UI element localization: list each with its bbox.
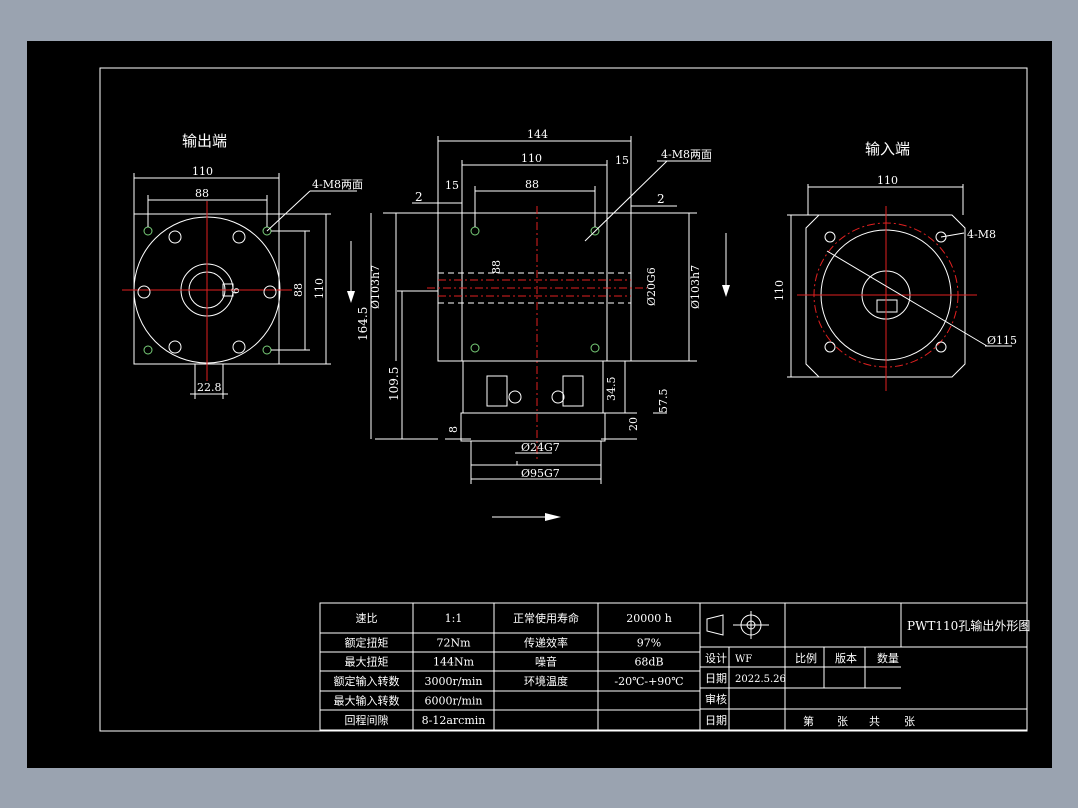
output-end-title: 输出端	[182, 132, 227, 150]
version-label: 版本	[835, 651, 857, 665]
spec-cell: 1:1	[445, 612, 463, 625]
spec-cell: 传递效率	[524, 636, 568, 650]
dim-57-5: 57.5	[657, 389, 670, 414]
output-flange	[460, 412, 606, 442]
left-hole-callout: 4-M8两面	[312, 178, 363, 191]
dim-15-left: 15	[445, 179, 459, 192]
spec-cell: -20℃-+90℃	[614, 675, 683, 688]
dim-15-right: 15	[615, 154, 629, 167]
lower-housing	[462, 360, 604, 414]
middle-hole-callout: 4-M8两面	[661, 148, 712, 161]
dim-88-top: 88	[195, 187, 209, 200]
right-view: 110 4-M8 110 Ø115	[773, 174, 1017, 391]
left-mount-hole	[143, 226, 153, 236]
dim-109-5: 109.5	[387, 367, 401, 401]
spec-cell: 噪音	[535, 655, 557, 669]
dim-6: 6	[231, 288, 242, 294]
sheet-zhang2-label: 张	[904, 715, 915, 728]
left-mount-hole	[143, 345, 153, 355]
spec-cell: 环境温度	[524, 674, 568, 688]
right-hole-callout: 4-M8	[967, 228, 996, 241]
right-dim-110-side: 110	[773, 280, 786, 301]
spec-cell: 正常使用寿命	[513, 611, 579, 625]
dim-24g7: Ø24G7	[521, 441, 560, 454]
output-shaft-base	[470, 440, 602, 466]
rotation-arrow	[545, 513, 561, 521]
dim-95g7: Ø95G7	[521, 467, 560, 480]
spec-cell: 20000 h	[626, 612, 672, 625]
spec-cell: 回程间隙	[345, 713, 389, 727]
right-dim-110-top: 110	[877, 174, 898, 187]
dim-88-side: 88	[292, 283, 305, 297]
sheet-gong-label: 共	[869, 715, 880, 728]
left-bolt-hole	[168, 340, 182, 354]
spec-cell: 144Nm	[433, 656, 475, 669]
left-mount-hole	[262, 345, 272, 355]
dim-8: 8	[447, 426, 460, 433]
left-bolt-hole	[232, 340, 246, 354]
middle-mount-hole	[470, 226, 480, 236]
review-label: 审核	[705, 692, 727, 706]
left-bolt-hole	[263, 285, 277, 299]
date-label-1: 日期	[705, 672, 727, 685]
cad-drawing: 输出端 输入端 110 88 4-M8两面	[99, 67, 1030, 732]
dim-20: 20	[627, 417, 640, 431]
dim-164-5: 164.5	[356, 307, 370, 341]
dim-20g6: Ø20G6	[645, 267, 658, 306]
spec-table: 速比 1:1 正常使用寿命 20000 h 额定扭矩 72Nm 传递效率 97% 最大扭矩 144…	[319, 602, 701, 731]
middle-view: 144 110 15 4-M8两面 2 15 88 2 88 Ø103h7 16…	[347, 128, 730, 521]
design-label: 设计	[705, 652, 727, 665]
projection-symbol-icon	[706, 614, 724, 636]
dim-22-8: 22.8	[197, 381, 222, 394]
dim-2-left: 2	[415, 190, 423, 204]
spec-cell: 6000r/min	[425, 695, 483, 708]
spec-cell: 额定扭矩	[345, 636, 389, 650]
middle-mount-hole	[590, 343, 600, 353]
middle-mount-hole	[470, 343, 480, 353]
drawing-frame	[99, 67, 1028, 732]
dim-2-right: 2	[657, 192, 665, 206]
quantity-label: 数量	[877, 652, 899, 665]
scale-label: 比例	[795, 651, 817, 665]
spec-cell: 额定输入转数	[334, 674, 400, 688]
sheet-zhang-label: 张	[837, 715, 848, 728]
right-dim-115: Ø115	[987, 334, 1017, 347]
left-bolt-hole	[168, 230, 182, 244]
dim-103-left: Ø103h7	[369, 265, 382, 309]
drawing-title: PWT110孔输出外形图	[907, 618, 1030, 633]
drawing-sheet: 输出端 输入端 110 88 4-M8两面	[27, 41, 1052, 768]
dim-34-5: 34.5	[605, 377, 618, 402]
spec-cell: 速比	[356, 612, 378, 625]
right-flange-outline	[805, 214, 966, 378]
left-bolt-hole	[137, 285, 151, 299]
date-label-2: 日期	[705, 714, 727, 727]
view-direction-arrow	[347, 291, 355, 303]
dim-88-middle: 88	[525, 178, 539, 191]
left-view: 110 88 4-M8两面 88 110 22.8 6	[122, 165, 363, 399]
dim-144: 144	[527, 128, 548, 141]
spec-cell: 72Nm	[436, 637, 471, 650]
sheet-no-label: 第	[803, 714, 814, 728]
designer-value: WF	[735, 654, 752, 665]
left-bolt-hole	[232, 230, 246, 244]
dim-103-right: Ø103h7	[689, 265, 702, 309]
spec-cell: 97%	[637, 637, 661, 650]
dim-88-vert: 88	[490, 260, 503, 274]
body-outline	[437, 212, 632, 362]
dim-110-middle: 110	[521, 152, 542, 165]
dim-110-top: 110	[192, 165, 213, 178]
spec-cell: 最大输入转数	[334, 694, 400, 708]
dim-110-side: 110	[313, 278, 326, 299]
spec-cell: 8-12arcmin	[422, 714, 486, 727]
date-value: 2022.5.26	[735, 674, 786, 685]
spec-cell: 68dB	[634, 656, 663, 669]
spec-cell: 最大扭矩	[345, 655, 389, 669]
title-block: PWT110孔输出外形图 设计 WF 比例 版本 数量 日期 2022.5.26…	[699, 602, 1030, 731]
input-end-title: 输入端	[865, 140, 910, 158]
spec-cell: 3000r/min	[425, 675, 483, 688]
